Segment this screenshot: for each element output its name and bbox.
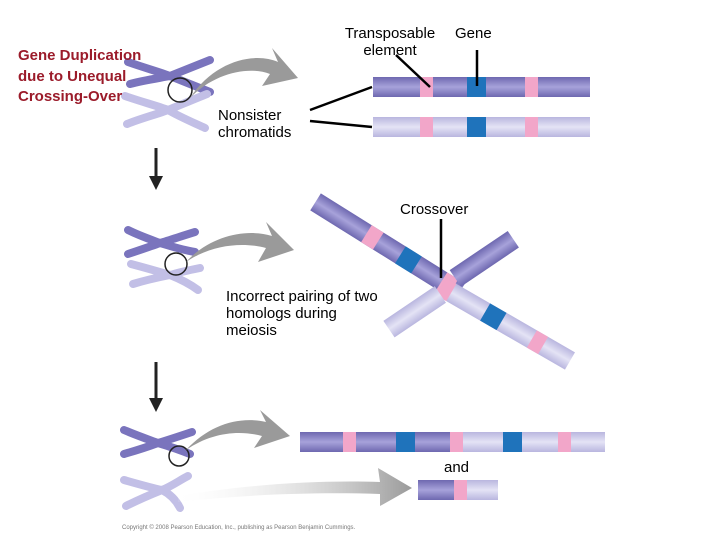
chromosome-pair-step1 [121,56,214,132]
incorrect-pairing-label: Incorrect pairing of two homologs during… [226,288,378,339]
result-chromatid-short [418,480,498,500]
gene-segment [503,432,522,452]
chromosome-light [127,260,204,294]
gene-segment [467,117,486,137]
chromosome-pair-step3 [120,426,196,512]
crossover-site-circle [168,445,190,467]
down-arrow-step2 [149,362,163,412]
transposable-element [525,117,538,137]
transposable-element [558,432,571,452]
result-chromatid-long [300,432,605,452]
transposable-element [526,330,549,355]
transposable-element-label: Transposable element [344,25,436,59]
transposable-element [343,432,356,452]
copyright-notice: Copyright © 2008 Pearson Education, Inc.… [122,525,356,531]
down-arrow-step1 [149,148,163,190]
chromosome-dark [120,426,196,458]
crossover-label: Crossover [400,201,469,218]
gray-arrow-step3-top [186,410,290,450]
chromatid-dark-top [373,77,590,97]
and-label: and [444,459,470,476]
gene-segment [396,432,415,452]
transposable-element [361,225,384,250]
chromosome-pair-step2 [124,226,204,294]
chromosome-light [121,90,211,132]
crossover-site-circle [167,77,193,103]
crossing-chromatid-dark-end [449,230,519,287]
gene-segment [467,77,486,97]
transposable-pointer-line [395,54,431,88]
transposable-element [454,480,467,500]
gray-arrow-step1 [190,48,298,98]
gene-label: Gene [455,25,492,42]
chromosome-light [120,472,192,512]
gray-arrow-step2 [186,222,294,262]
figure-title: Gene Duplication due to Unequal Crossing… [18,47,142,105]
chromatid-light-bottom [373,117,590,137]
transposable-element [450,432,463,452]
transposable-element [525,77,538,97]
nonsister-pointer-line-bottom [309,119,373,129]
crossing-chromatid-light [435,277,575,370]
crossover-site-circle [164,252,188,276]
nonsister-pointer-line-top [309,85,373,112]
crossing-chromatid-light-start [383,286,446,338]
chromosome-dark [124,226,199,258]
gene-segment [480,303,507,331]
chromosome-dark [124,56,214,96]
transposable-element [420,117,433,137]
gene-segment [395,246,422,274]
gray-arrow-step3-bottom [178,468,412,506]
nonsister-chromatids-label: Nonsister chromatids [218,107,292,141]
